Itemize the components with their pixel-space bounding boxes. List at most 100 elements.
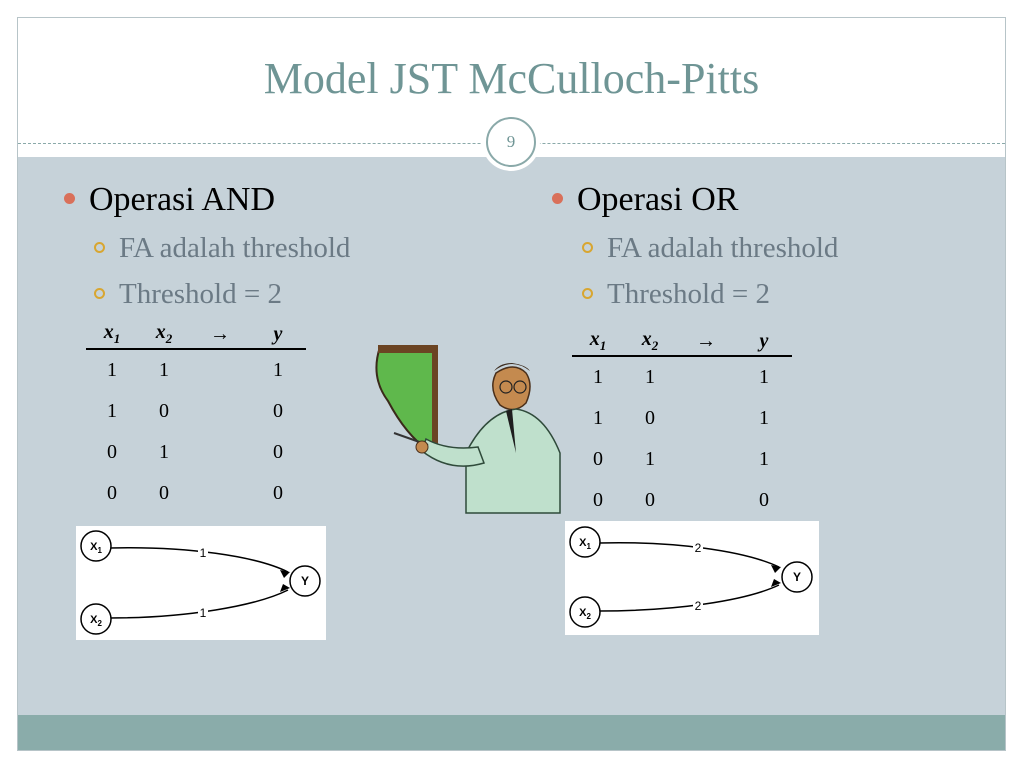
bullet-dot-icon <box>552 192 563 204</box>
table-cell: 0 <box>593 489 603 511</box>
sub-bullet-ring-icon <box>94 287 105 299</box>
subscript: 1 <box>599 338 607 353</box>
table-cell: 1 <box>107 400 117 422</box>
subscript: 1 <box>586 542 591 551</box>
x2-header-text: x2 <box>155 321 173 346</box>
table-cell: 1 <box>593 407 603 429</box>
y-header-text: y <box>759 329 769 352</box>
slide: Model JST McCulloch-Pitts 9 Operasi AND … <box>17 17 1006 751</box>
or-threshold-text: Threshold = 2 <box>607 278 770 310</box>
or-truth-table: x1 x2 → y 1 1 1 1 0 1 0 1 1 0 0 0 <box>572 327 792 521</box>
table-cell: 0 <box>273 441 283 463</box>
sub-bullet-and-fa: FA adalah threshold <box>94 232 350 265</box>
x2-header-text: x2 <box>641 328 659 353</box>
table-cell: 0 <box>159 400 169 422</box>
table-cell: 1 <box>159 359 169 381</box>
slide-title: Model JST McCulloch-Pitts <box>263 54 760 103</box>
table-row: 1 1 1 <box>86 349 306 391</box>
output-node <box>289 565 321 597</box>
footer-band <box>18 715 1005 750</box>
page-number-badge: 9 <box>486 117 536 167</box>
subscript: 2 <box>165 331 173 346</box>
table-cell: 1 <box>759 407 769 429</box>
col-y-header: y <box>736 327 792 357</box>
output-node <box>781 561 813 593</box>
col-x2-header: x2 <box>624 327 676 357</box>
heading-and: Operasi AND <box>89 181 276 218</box>
table-cell: 0 <box>273 400 283 422</box>
table-row: 0 1 1 <box>572 439 792 480</box>
y-header-text: y <box>273 322 283 345</box>
sub-bullet-and-threshold: Threshold = 2 <box>94 278 282 311</box>
table-cell: 1 <box>645 448 655 470</box>
table-cell: 0 <box>759 489 769 511</box>
col-arrow-header: → <box>676 327 736 357</box>
table-header-row: x1 x2 → y <box>572 327 792 357</box>
edge-weight: 2 <box>695 541 702 555</box>
edge-weight: 2 <box>695 599 702 613</box>
arrow-icon: → <box>210 322 230 345</box>
table-header-row: x1 x2 → y <box>86 320 306 350</box>
sub-bullet-ring-icon <box>582 287 593 299</box>
table-row: 0 0 0 <box>86 473 306 514</box>
table-cell: 0 <box>107 441 117 463</box>
input-node <box>80 603 112 635</box>
table-row: 0 1 0 <box>86 432 306 473</box>
subscript: 2 <box>97 619 102 628</box>
table-cell: 0 <box>159 482 169 504</box>
table-cell: 0 <box>645 489 655 511</box>
table-row: 1 1 1 <box>572 356 792 398</box>
table-cell: 1 <box>593 366 603 388</box>
table-cell <box>190 432 250 473</box>
col-arrow-header: → <box>190 320 250 350</box>
table-cell <box>676 480 736 521</box>
col-x1-header: x1 <box>86 320 138 350</box>
node-label: Y <box>301 574 309 588</box>
x1-header-text: x1 <box>589 328 607 353</box>
bullet-or: Operasi OR <box>552 181 738 219</box>
table-row: 0 0 0 <box>572 480 792 521</box>
sub-bullet-ring-icon <box>582 241 593 253</box>
x1-header-text: x1 <box>103 321 121 346</box>
and-fa-text: FA adalah threshold <box>119 232 351 264</box>
subscript: 1 <box>113 331 121 346</box>
table-row: 1 0 0 <box>86 391 306 432</box>
table-cell: 1 <box>759 448 769 470</box>
table-cell <box>676 398 736 439</box>
and-threshold-text: Threshold = 2 <box>119 278 282 310</box>
edge-weight: 1 <box>200 546 207 560</box>
table-cell <box>190 349 250 391</box>
arrow-icon: → <box>696 329 716 352</box>
table-cell <box>190 473 250 514</box>
input-node <box>569 526 601 558</box>
and-truth-table: x1 x2 → y 1 1 1 1 0 0 0 1 0 0 0 0 <box>86 320 306 514</box>
table-cell <box>676 439 736 480</box>
presenter-with-board-icon <box>366 343 576 528</box>
input-node <box>80 530 112 562</box>
table-cell: 0 <box>593 448 603 470</box>
subscript: 1 <box>97 546 102 555</box>
table-cell: 1 <box>759 366 769 388</box>
bullet-and: Operasi AND <box>64 181 275 219</box>
col-y-header: y <box>250 320 306 350</box>
col-x2-header: x2 <box>138 320 190 350</box>
table-cell: 1 <box>273 359 283 381</box>
heading-or: Operasi OR <box>577 181 739 218</box>
input-node <box>569 596 601 628</box>
subscript: 2 <box>651 338 659 353</box>
table-cell: 1 <box>645 366 655 388</box>
subscript: 2 <box>586 612 591 621</box>
table-cell <box>676 356 736 398</box>
table-row: 1 0 1 <box>572 398 792 439</box>
or-fa-text: FA adalah threshold <box>607 232 839 264</box>
sub-bullet-or-threshold: Threshold = 2 <box>582 278 770 311</box>
table-cell: 0 <box>107 482 117 504</box>
table-cell: 1 <box>159 441 169 463</box>
sub-bullet-or-fa: FA adalah threshold <box>582 232 838 265</box>
sub-bullet-ring-icon <box>94 241 105 253</box>
col-x1-header: x1 <box>572 327 624 357</box>
table-cell: 1 <box>107 359 117 381</box>
table-cell <box>190 391 250 432</box>
page-number: 9 <box>506 132 516 151</box>
table-cell: 0 <box>645 407 655 429</box>
